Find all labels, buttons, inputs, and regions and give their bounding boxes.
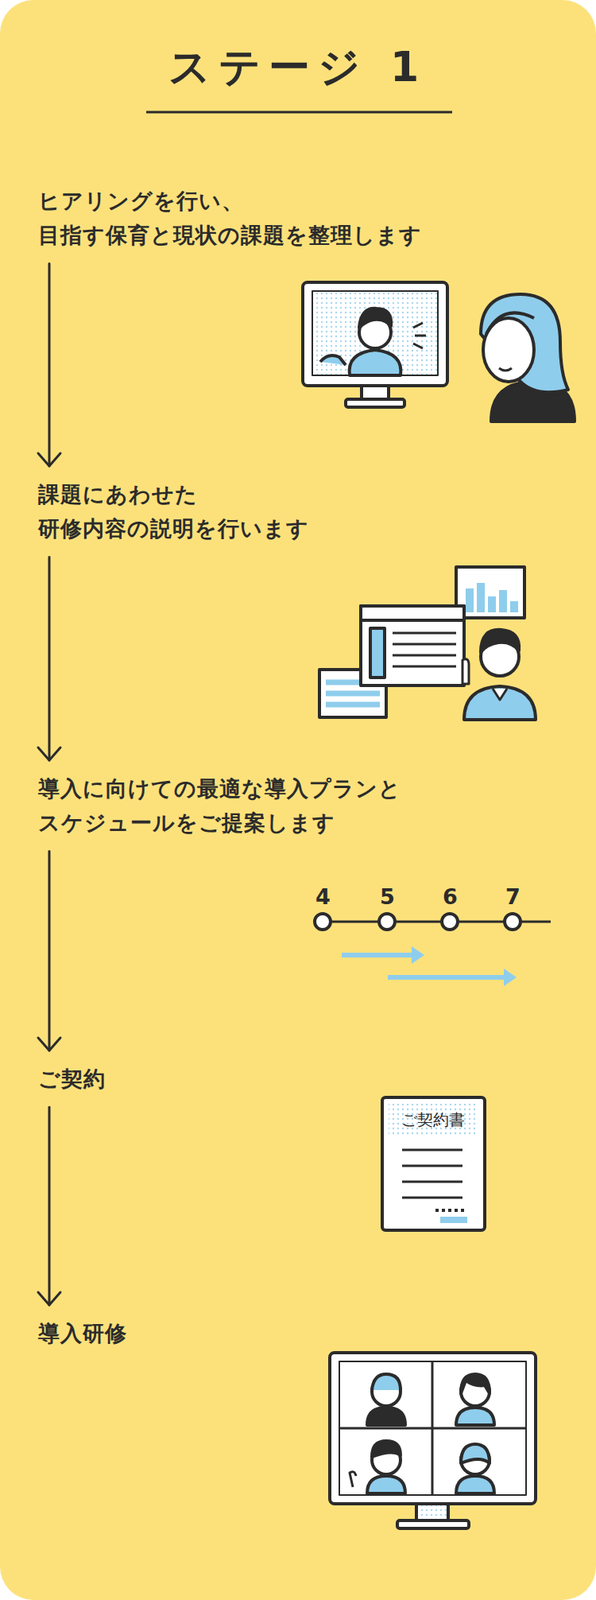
flow-arrow (38, 1106, 61, 1305)
arrow-head (38, 452, 61, 466)
step-label: ヒアリングを行い、 目指す保育と現状の課題を整理します (38, 183, 436, 252)
arrow-shaft (48, 1106, 51, 1305)
arrow-shaft (48, 556, 51, 760)
step-text: ご契約 (38, 1060, 436, 1096)
arrow-head (38, 746, 61, 760)
month-number: 6 (442, 883, 458, 909)
schedule-timeline (313, 913, 551, 986)
month-number: 7 (505, 883, 521, 909)
document-title: ご契約書 (401, 1108, 465, 1131)
step-label: 導入研修 (38, 1315, 436, 1350)
flow-arrow (38, 850, 61, 1050)
woman-listener (480, 294, 575, 422)
presentation-slides (319, 566, 536, 720)
step-text: 導入研修 (38, 1315, 436, 1350)
month-number: 4 (315, 883, 331, 909)
flow-arrow (38, 556, 61, 760)
step-label: ご契約 (38, 1060, 436, 1096)
flow-arrow (38, 263, 61, 466)
arrow-shaft (48, 850, 51, 1050)
step-label: 導入に向けての最適な導入プランと スケジュールをご提案します (38, 770, 436, 840)
arrow-shaft (48, 263, 51, 466)
step-text: 導入に向けての最適な導入プランと スケジュールをご提案します (38, 770, 436, 840)
video-call-monitor (302, 282, 448, 407)
month-number: 5 (379, 883, 395, 909)
step-text: 課題にあわせた 研修内容の説明を行います (38, 476, 436, 546)
web-meeting-monitor (329, 1351, 536, 1528)
step-label: 課題にあわせた 研修内容の説明を行います (38, 476, 436, 546)
stage-title: ステージ 1 (168, 39, 427, 96)
step-text: ヒアリングを行い、 目指す保育と現状の課題を整理します (38, 183, 436, 252)
title-underline (146, 111, 453, 114)
arrow-head (38, 1037, 61, 1050)
contract-document (382, 1096, 485, 1230)
arrow-head (38, 1291, 61, 1305)
